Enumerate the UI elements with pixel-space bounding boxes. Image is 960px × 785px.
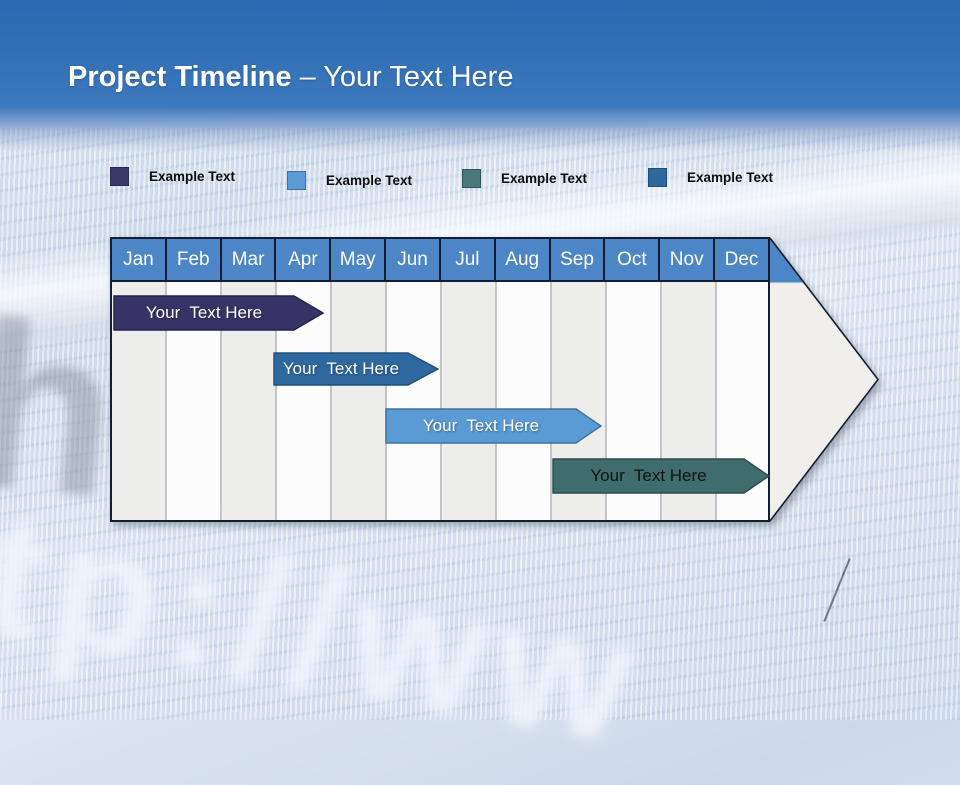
big-arrowhead [770, 237, 880, 522]
task-label-4: Your Text Here [590, 466, 707, 485]
task-arrow-3-shape [385, 408, 602, 444]
slide-title-bold: Project Timeline [68, 61, 292, 93]
slide-title[interactable]: Project Timeline – Your Text Here [68, 61, 513, 94]
task-label-1: Your Text Here [145, 303, 263, 322]
legend-swatch-2 [287, 171, 306, 190]
task-label-2: Your Text Here [282, 359, 400, 378]
slide-title-light: – Your Text Here [299, 61, 514, 93]
task-arrow-1[interactable]: Your Text Here [113, 295, 324, 331]
month-header-row: Jan Feb Mar Apr May Jun Jul Aug Sep Oct … [110, 237, 770, 282]
arrowhead-fill [770, 238, 878, 521]
month-cell-mar: Mar [222, 239, 277, 280]
task-arrow-1-shape [113, 295, 324, 331]
legend-label-4: Example Text [687, 170, 774, 185]
task-arrow-3[interactable]: Your Text Here [385, 408, 602, 444]
legend-swatch-4 [648, 168, 667, 187]
timeline-gantt: Jan Feb Mar Apr May Jun Jul Aug Sep Oct … [110, 237, 960, 522]
month-cell-may: May [331, 239, 387, 280]
month-cell-jun: Jun [386, 239, 441, 280]
legend-label-3: Example Text [501, 171, 588, 186]
month-cell-dec: Dec [715, 239, 770, 280]
legend-item-1[interactable]: Example Text [110, 167, 235, 186]
month-cell-oct: Oct [605, 239, 661, 280]
month-cell-feb: Feb [167, 239, 222, 280]
month-cell-jan: Jan [112, 239, 167, 280]
legend-item-3[interactable]: Example Text [462, 169, 587, 188]
legend-item-4[interactable]: Example Text [648, 168, 773, 187]
task-arrow-4[interactable]: Your Text Here [552, 458, 770, 494]
task-label-3: Your Text Here [422, 416, 540, 435]
legend-label-1: Example Text [149, 169, 236, 184]
month-cell-aug: Aug [496, 239, 551, 280]
task-arrow-2-shape [273, 352, 439, 386]
legend-swatch-1 [110, 167, 129, 186]
legend-swatch-3 [462, 169, 481, 188]
month-cell-apr: Apr [276, 239, 332, 280]
month-cell-jul: Jul [441, 239, 496, 280]
month-cell-sep: Sep [551, 239, 606, 280]
task-arrow-2[interactable]: Your Text Here [273, 352, 439, 386]
arrowhead-outline [770, 237, 880, 522]
legend-item-2[interactable]: Example Text [287, 171, 412, 190]
title-band [0, 0, 960, 152]
month-cell-nov: Nov [660, 239, 716, 280]
legend-label-2: Example Text [326, 173, 413, 188]
task-arrow-4-shape [552, 458, 770, 494]
